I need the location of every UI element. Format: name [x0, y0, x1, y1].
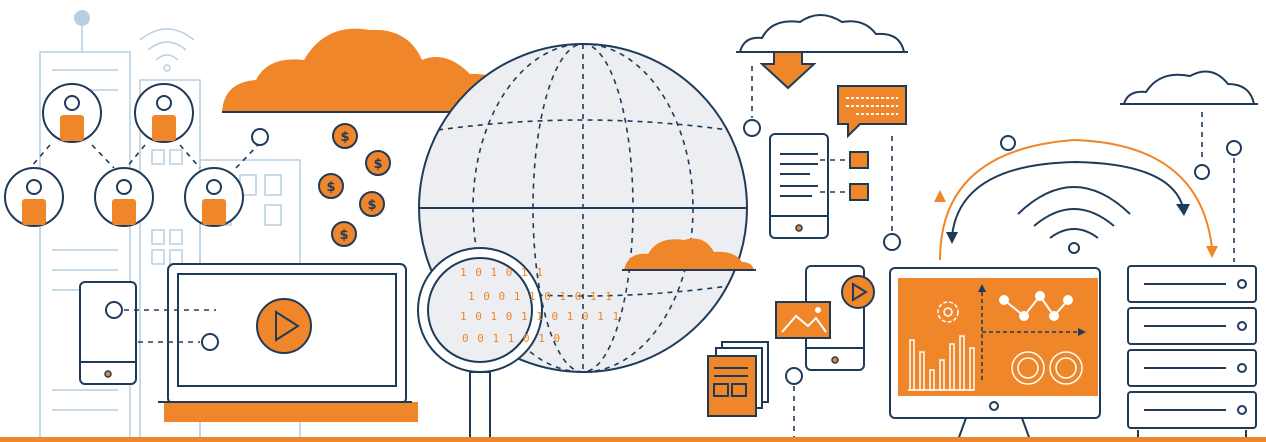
document-icon: [707, 341, 769, 417]
bar-chart-icon: [908, 335, 975, 391]
dollar-coins: $ $ $ $ $: [318, 123, 391, 247]
play-icon: [256, 298, 312, 354]
user-avatar-icon: [42, 83, 102, 143]
coin-symbol: $: [340, 130, 349, 145]
coin-symbol: $: [373, 157, 382, 172]
dollar-coin-icon: $: [365, 150, 391, 176]
gear-icon: [937, 301, 959, 323]
image-icon: [775, 301, 831, 339]
phone-icon: [79, 281, 219, 385]
ground-line: [0, 437, 1266, 442]
binary-line: 1 0 0 1 1 0 1 0 1 1: [468, 290, 613, 303]
dollar-coin-icon: $: [359, 191, 385, 217]
donut-charts: [1011, 351, 1083, 385]
dollar-coin-icon: $: [318, 173, 344, 199]
cloud-icon: [1120, 70, 1258, 105]
cloud-icon: [736, 14, 908, 53]
user-avatar-icon: [134, 83, 194, 143]
coin-symbol: $: [367, 198, 376, 213]
play-icon: [841, 275, 875, 309]
user-avatar-icon: [94, 167, 154, 227]
tablet-icon: [769, 133, 869, 239]
sync-arrow-icon: [934, 135, 1218, 261]
cloud-icon: [622, 238, 756, 271]
laptop-icon: [158, 263, 418, 422]
download-arrow-icon: [759, 51, 817, 90]
user-avatar-icon: [4, 167, 64, 227]
chat-bubble-icon: [837, 85, 907, 139]
user-avatar-icon: [184, 167, 244, 227]
binary-line: 1 0 1 0 1 1 0 1 0 1 1: [460, 310, 620, 323]
dollar-coin-icon: $: [332, 123, 358, 149]
magnifier-icon: 1 0 1 0 1 1 1 0 0 1 1 0 1 0 1 1 1 0 1 0 …: [417, 247, 620, 442]
binary-line: 0 0 1 1 0 1 0: [462, 332, 561, 345]
server-rack-icon: [1127, 265, 1257, 438]
line-graph: [999, 291, 1073, 321]
binary-code: 1 0 1 0 1 1 1 0 0 1 1 0 1 0 1 1 1 0 1 0 …: [460, 266, 620, 345]
wifi-icon: [139, 28, 195, 72]
coin-symbol: $: [326, 180, 335, 195]
monitor-icon: [889, 267, 1101, 441]
binary-line: 1 0 1 0 1 1: [460, 266, 544, 279]
coin-symbol: $: [339, 228, 348, 243]
dollar-coin-icon: $: [331, 221, 357, 247]
user-network: [4, 83, 269, 227]
wifi-icon: [1017, 186, 1131, 254]
